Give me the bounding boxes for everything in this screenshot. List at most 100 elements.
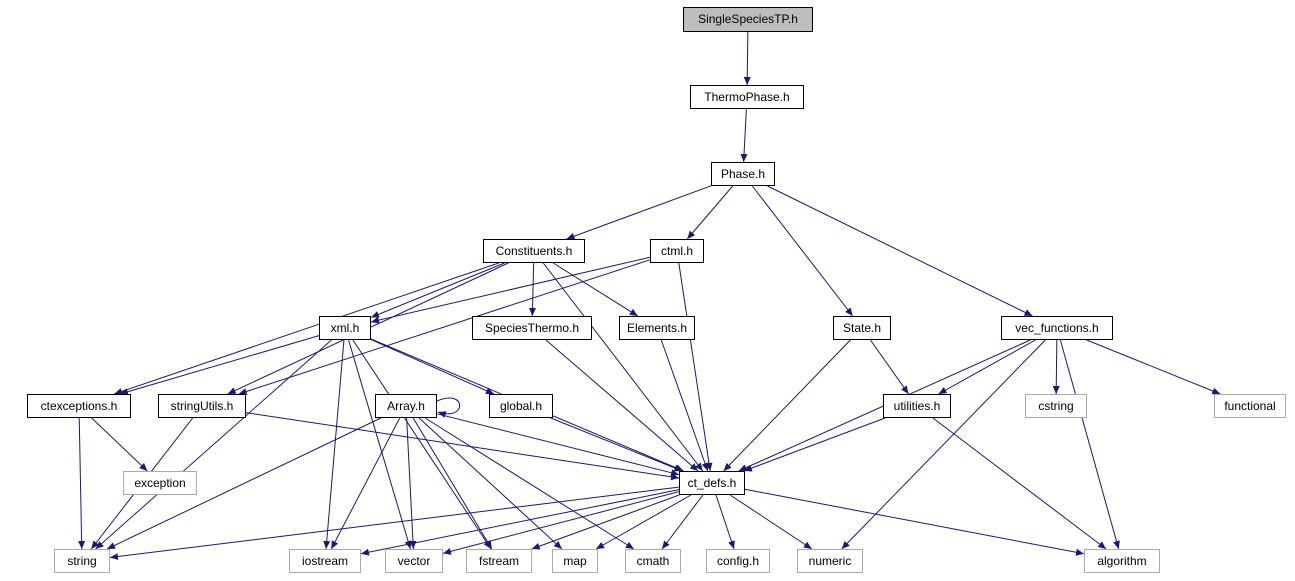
edge-xml-h-to-fstream [352,339,492,550]
graph-node-functional[interactable]: functional [1214,394,1286,418]
edge-thermophase-h-to-phase-h [740,108,748,163]
graph-node-cstring[interactable]: cstring [1025,394,1087,418]
edge-ct-defs-h-to-cmath [661,494,704,550]
edge-array-h-to-string [106,417,382,550]
graph-node-string[interactable]: string [54,549,110,573]
graph-node-label: fstream [478,554,519,568]
edge-constituents-h-to-speciesthermo-h [529,262,537,317]
graph-node-state-h[interactable]: State.h [833,316,891,340]
graph-node-label: ThermoPhase.h [704,90,790,104]
edge-array-h-to-fstream [412,417,493,550]
edge-xml-h-to-string [95,339,332,550]
edge-array-h-to-ct-defs-h [436,413,680,477]
edge-array-h-to-map [418,417,563,550]
edge-utilities-h-to-algorithm [932,417,1107,550]
edge-vec-functions-h-to-utilities-h [938,339,1036,395]
graph-node-cmath[interactable]: cmath [625,549,681,573]
graph-node-label: vec_functions.h [1015,321,1099,335]
edge-ct-defs-h-to-vector [442,491,680,555]
graph-node-label: Elements.h [626,321,688,335]
graph-node-iostream[interactable]: iostream [289,549,361,573]
graph-node-label: SingleSpeciesTP.h [698,12,798,26]
graph-node-label: ctml.h [660,244,693,258]
edge-state-h-to-ct-defs-h [723,339,851,472]
graph-node-fstream[interactable]: fstream [466,549,532,573]
graph-node-config-h[interactable]: config.h [706,549,770,573]
graph-node-vector[interactable]: vector [385,549,443,573]
graph-node-ctexceptions-h[interactable]: ctexceptions.h [27,394,131,418]
edge-phase-h-to-state-h [751,185,854,317]
graph-node-array-h[interactable]: Array.h [375,394,437,418]
edge-xml-h-to-ctexceptions-h [119,335,320,396]
edge-ctexceptions-h-to-string [78,417,86,550]
graph-node-label: exception [134,476,186,490]
edge-vec-functions-h-to-algorithm [1059,339,1120,550]
edge-xml-h-to-vector [348,339,412,550]
edge-ct-defs-h-to-fstream [531,494,680,550]
edge-elements-h-to-ct-defs-h [660,339,709,472]
edge-phase-h-to-ctml-h [686,185,734,240]
edge-ct-defs-h-to-config-h [715,494,735,550]
graph-node-global-h[interactable]: global.h [489,394,553,418]
edge-ct-defs-h-to-string [109,486,680,561]
graph-node-map[interactable]: map [552,549,598,573]
graph-node-singlespeciestp-h: SingleSpeciesTP.h [683,6,813,32]
graph-node-algorithm[interactable]: algorithm [1084,549,1160,573]
graph-node-label: Array.h [387,399,425,413]
edge-constituents-h-to-ctexceptions-h [114,262,499,395]
edge-xml-h-to-global-h [370,339,495,395]
edge-ctml-h-to-stringutils-h [238,259,651,395]
edge-ctexceptions-h-to-exception [91,417,148,472]
edge-speciesthermo-h-to-ct-defs-h [545,339,699,472]
graph-node-label: State.h [842,321,882,335]
edge-ct-defs-h-to-numeric [729,494,813,550]
graph-node-ct-defs-h[interactable]: ct_defs.h [679,471,745,495]
edge-utilities-h-to-ct-defs-h [743,417,886,472]
graph-node-label: map [563,554,587,568]
graph-node-label: stringUtils.h [170,399,234,413]
graph-node-speciesthermo-h[interactable]: SpeciesThermo.h [472,316,592,340]
graph-node-label: ctexceptions.h [40,399,118,413]
graph-node-label: Phase.h [720,167,766,181]
graph-node-label: config.h [716,554,760,568]
edge-ct-defs-h-to-map [595,494,692,550]
graph-node-label: iostream [301,554,348,568]
graph-node-exception[interactable]: exception [123,471,197,495]
graph-node-vec-functions-h[interactable]: vec_functions.h [1001,316,1113,340]
graph-node-stringutils-h[interactable]: stringUtils.h [158,394,246,418]
edge-stringutils-h-to-ct-defs-h [245,412,680,481]
edge-xml-h-to-iostream [323,339,345,550]
graph-node-thermophase-h[interactable]: ThermoPhase.h [690,85,804,109]
graph-node-ctml-h[interactable]: ctml.h [650,239,704,263]
edge-array-h-to-cmath [424,417,635,550]
graph-node-utilities-h[interactable]: utilities.h [883,394,951,418]
graph-node-label: global.h [499,399,543,413]
graph-node-label: cmath [636,554,670,568]
graph-node-label: algorithm [1097,554,1147,568]
graph-node-label: functional [1224,399,1276,413]
graph-node-xml-h[interactable]: xml.h [319,316,371,340]
edge-array-h-to-vector [406,417,417,550]
edge-global-h-to-ct-defs-h [550,417,683,472]
edge-constituents-h-to-ct-defs-h [542,262,704,472]
edge-constituents-h-to-elements-h [552,262,639,317]
edge-phase-h-to-vec-functions-h [767,185,1033,317]
edge-state-h-to-utilities-h [870,339,909,395]
graph-node-numeric[interactable]: numeric [797,549,863,573]
edge-ct-defs-h-to-iostream [360,489,680,556]
edge-ctml-h-to-ct-defs-h [678,262,713,472]
graph-node-elements-h[interactable]: Elements.h [619,316,695,340]
graph-node-label: xml.h [330,321,360,335]
graph-node-label: numeric [808,554,852,568]
graph-node-constituents-h[interactable]: Constituents.h [483,239,585,263]
graph-node-label: utilities.h [893,399,941,413]
edge-array-h-to-array-h [436,397,461,418]
edge-array-h-to-iostream [330,417,401,550]
edge-vec-functions-h-to-numeric [841,339,1046,550]
graph-node-label: Constituents.h [495,244,573,258]
edge-vec-functions-h-to-cstring [1052,339,1060,395]
graph-node-label: string [67,554,97,568]
edge-constituents-h-to-xml-h [370,262,505,318]
graph-node-phase-h[interactable]: Phase.h [711,162,775,186]
